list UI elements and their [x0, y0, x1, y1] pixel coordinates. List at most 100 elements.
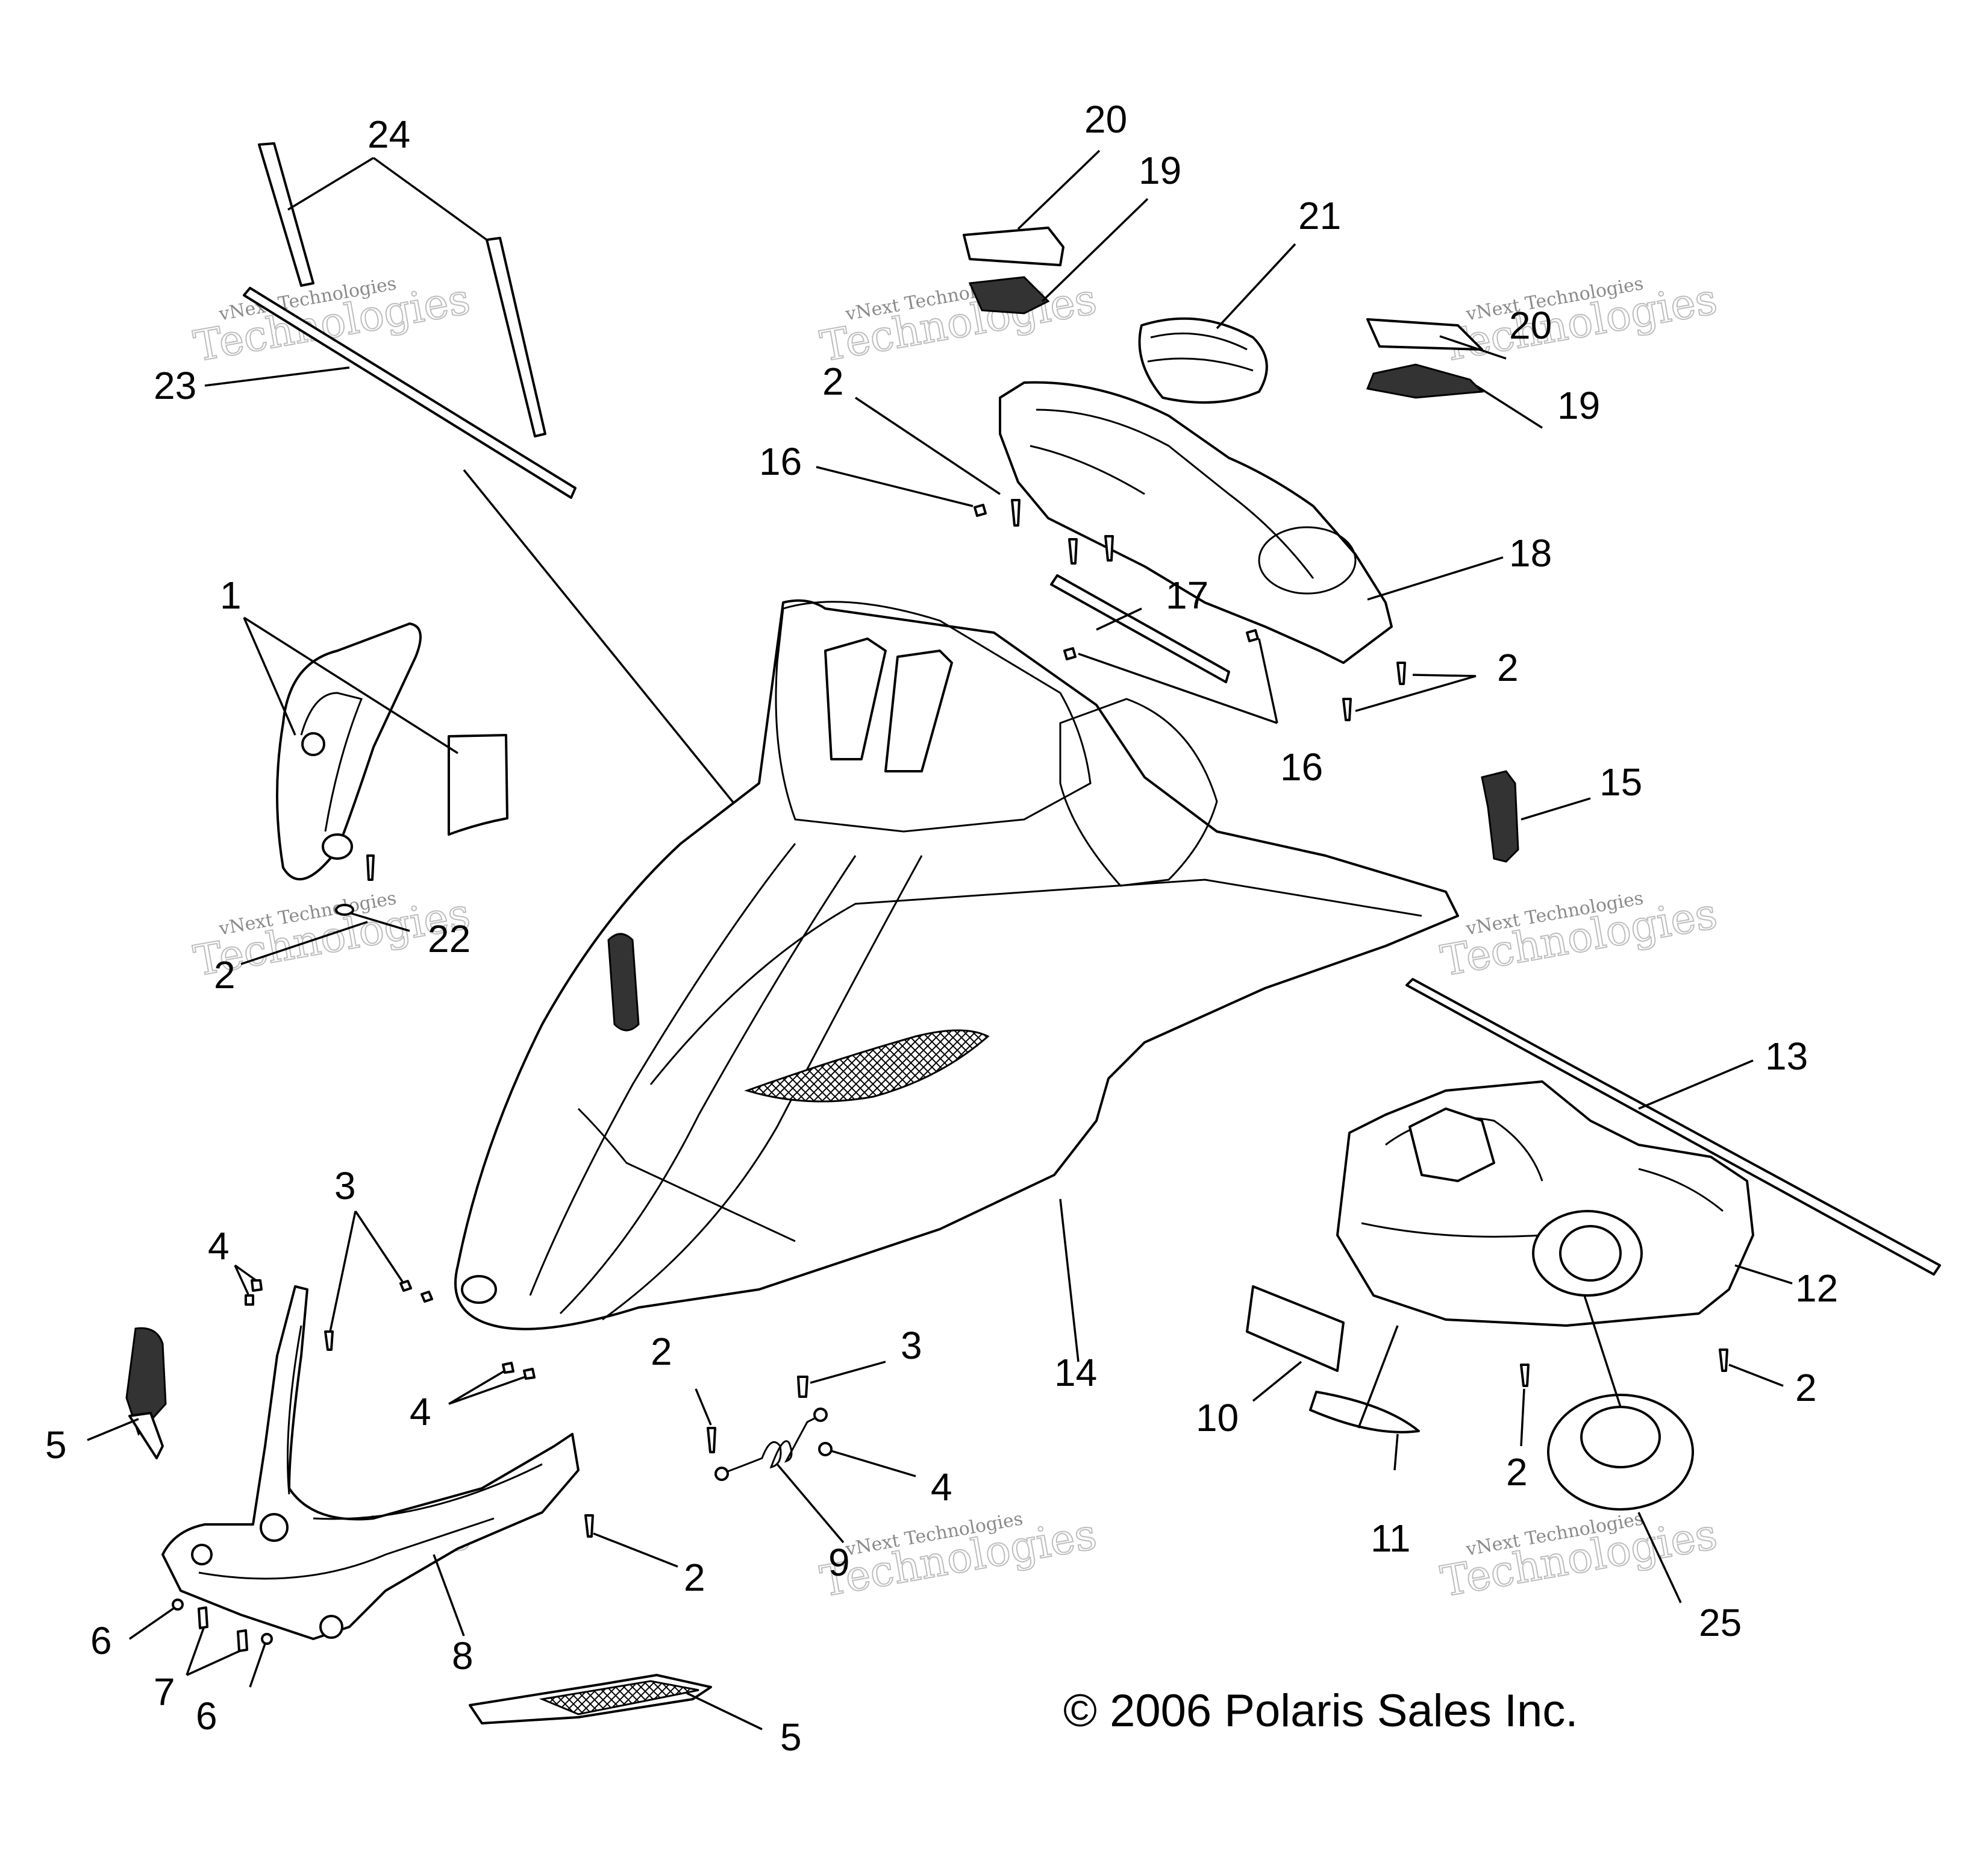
callout-5-left: 5 — [45, 1423, 67, 1467]
bolt-7-b — [237, 1629, 248, 1652]
rivet-16-b — [1063, 647, 1077, 660]
hood-center-ridges — [529, 843, 923, 1321]
hood-outline — [454, 599, 1459, 1330]
leader-2-mirror — [240, 921, 368, 965]
leader-13 — [1638, 1059, 1754, 1110]
mirror-housing-detail — [300, 692, 363, 832]
callout-19-left: 19 — [1139, 149, 1181, 192]
leader-24b — [372, 157, 488, 241]
leader-25b — [1583, 1295, 1622, 1408]
leader-2-pod — [855, 396, 1001, 495]
hood-side-panel — [577, 879, 1422, 1242]
instrument-pod-18 — [999, 381, 1393, 664]
callout-23: 23 — [154, 364, 196, 407]
instrument-pod-assembly — [816, 149, 1543, 724]
callout-6-right: 6 — [196, 1694, 217, 1738]
rivet-16-a — [974, 504, 987, 517]
callout-16-bottom: 16 — [1280, 745, 1323, 789]
screw-2-pod-c — [1104, 535, 1114, 562]
hood-strip-13 — [1405, 978, 1941, 1276]
pod-18-inner — [1030, 409, 1314, 579]
pod-bracket-19-right — [1366, 363, 1484, 399]
trim-bar-17 — [1050, 574, 1230, 683]
callout-22: 22 — [428, 917, 470, 960]
watermark-6: vNext Technologies Technologies — [1437, 888, 1721, 986]
leader-17 — [1096, 607, 1142, 631]
watermark-2: vNext Technologies Technologies — [816, 273, 1101, 372]
callout-2-center: 2 — [651, 1330, 672, 1373]
callout-11: 11 — [1371, 1517, 1410, 1560]
callout-19-right: 19 — [1557, 384, 1600, 427]
leader-16b-2 — [1258, 638, 1278, 724]
bumper-strip-5-left-tip — [128, 1412, 164, 1459]
decal-10 — [1246, 1285, 1345, 1372]
callout-2-console-right: 2 — [1795, 1366, 1817, 1409]
leader-5b — [686, 1692, 763, 1730]
leader-7-2 — [186, 1650, 240, 1676]
leader-21 — [1216, 243, 1296, 330]
leader-6a — [129, 1606, 175, 1640]
leader-14 — [1059, 1198, 1080, 1362]
callout-3-center: 3 — [901, 1324, 922, 1367]
leader-2-center-a — [695, 1388, 712, 1426]
watermark-3: vNext Technologies Technologies — [1437, 273, 1721, 372]
callout-6-left: 6 — [90, 1619, 112, 1662]
watermark-9: vNext Technologies Technologies — [1437, 1508, 1721, 1607]
hood-vent-right — [884, 650, 953, 772]
gauge-21-detail — [1147, 332, 1254, 372]
nut-4-d — [523, 1368, 536, 1380]
console-12-cap — [1559, 1225, 1622, 1282]
trim-strip-24-right — [486, 237, 546, 437]
callout-2-right: 2 — [1497, 646, 1519, 689]
callout-7: 7 — [154, 1670, 175, 1714]
harness-9-connector-b — [813, 1408, 828, 1422]
hood-vent-left — [824, 637, 887, 760]
callout-4-left: 4 — [208, 1224, 230, 1268]
leader-20a — [1017, 149, 1101, 230]
leader-4b-1 — [448, 1370, 505, 1405]
watermark-8: vNext Technologies Technologies — [816, 1508, 1101, 1607]
mirror-mount-hole — [301, 732, 325, 756]
leader-24a — [287, 157, 374, 211]
callout-12: 12 — [1795, 1267, 1838, 1310]
screw-2-bumper — [584, 1514, 594, 1538]
trim-strip-23 — [243, 287, 577, 499]
leader-4a-2 — [234, 1265, 249, 1295]
screw-2-console-a — [1520, 1364, 1530, 1387]
leader-25a — [1637, 1512, 1682, 1603]
screw-2-center-a — [707, 1427, 716, 1453]
callout-2-mirror: 2 — [214, 953, 236, 997]
front-bumper-assembly — [87, 1211, 763, 1730]
nut-4-center — [818, 1442, 833, 1456]
mirror-assembly — [240, 616, 508, 965]
screw-2-right-b — [1342, 698, 1352, 721]
leader-18 — [1367, 556, 1504, 601]
console-screws — [1520, 1348, 1784, 1447]
grab-handle-15 — [1481, 770, 1591, 863]
leader-9 — [776, 1463, 845, 1544]
rivet-16-c — [1246, 629, 1259, 642]
nut-4-a — [251, 1279, 263, 1292]
bumper-8-hole-a — [260, 1513, 289, 1542]
leader-15 — [1521, 797, 1591, 821]
leader-windshield — [463, 469, 748, 821]
leader-4a-1 — [234, 1264, 257, 1282]
leader-16b-1 — [1078, 653, 1278, 724]
leader-11a — [1357, 1325, 1399, 1429]
hood-cowl-right — [1059, 698, 1218, 887]
hood-14 — [454, 599, 1459, 1362]
leader-7-1 — [186, 1627, 205, 1676]
callout-13: 13 — [1765, 1035, 1808, 1078]
leader-12 — [1734, 1264, 1793, 1285]
mirror-screw — [366, 854, 375, 881]
bolt-3-c — [324, 1330, 334, 1351]
leader-19b — [1475, 384, 1543, 429]
bumper-8-outline — [161, 1285, 580, 1640]
harness-9-connector-a — [714, 1467, 729, 1481]
hood-side-opening — [607, 933, 640, 1032]
hood-windscreen — [775, 601, 1092, 833]
leader-2-right-b — [1355, 675, 1477, 712]
nut-6-a — [172, 1599, 184, 1611]
bumper-strip-5-bottom-mesh — [539, 1680, 699, 1715]
